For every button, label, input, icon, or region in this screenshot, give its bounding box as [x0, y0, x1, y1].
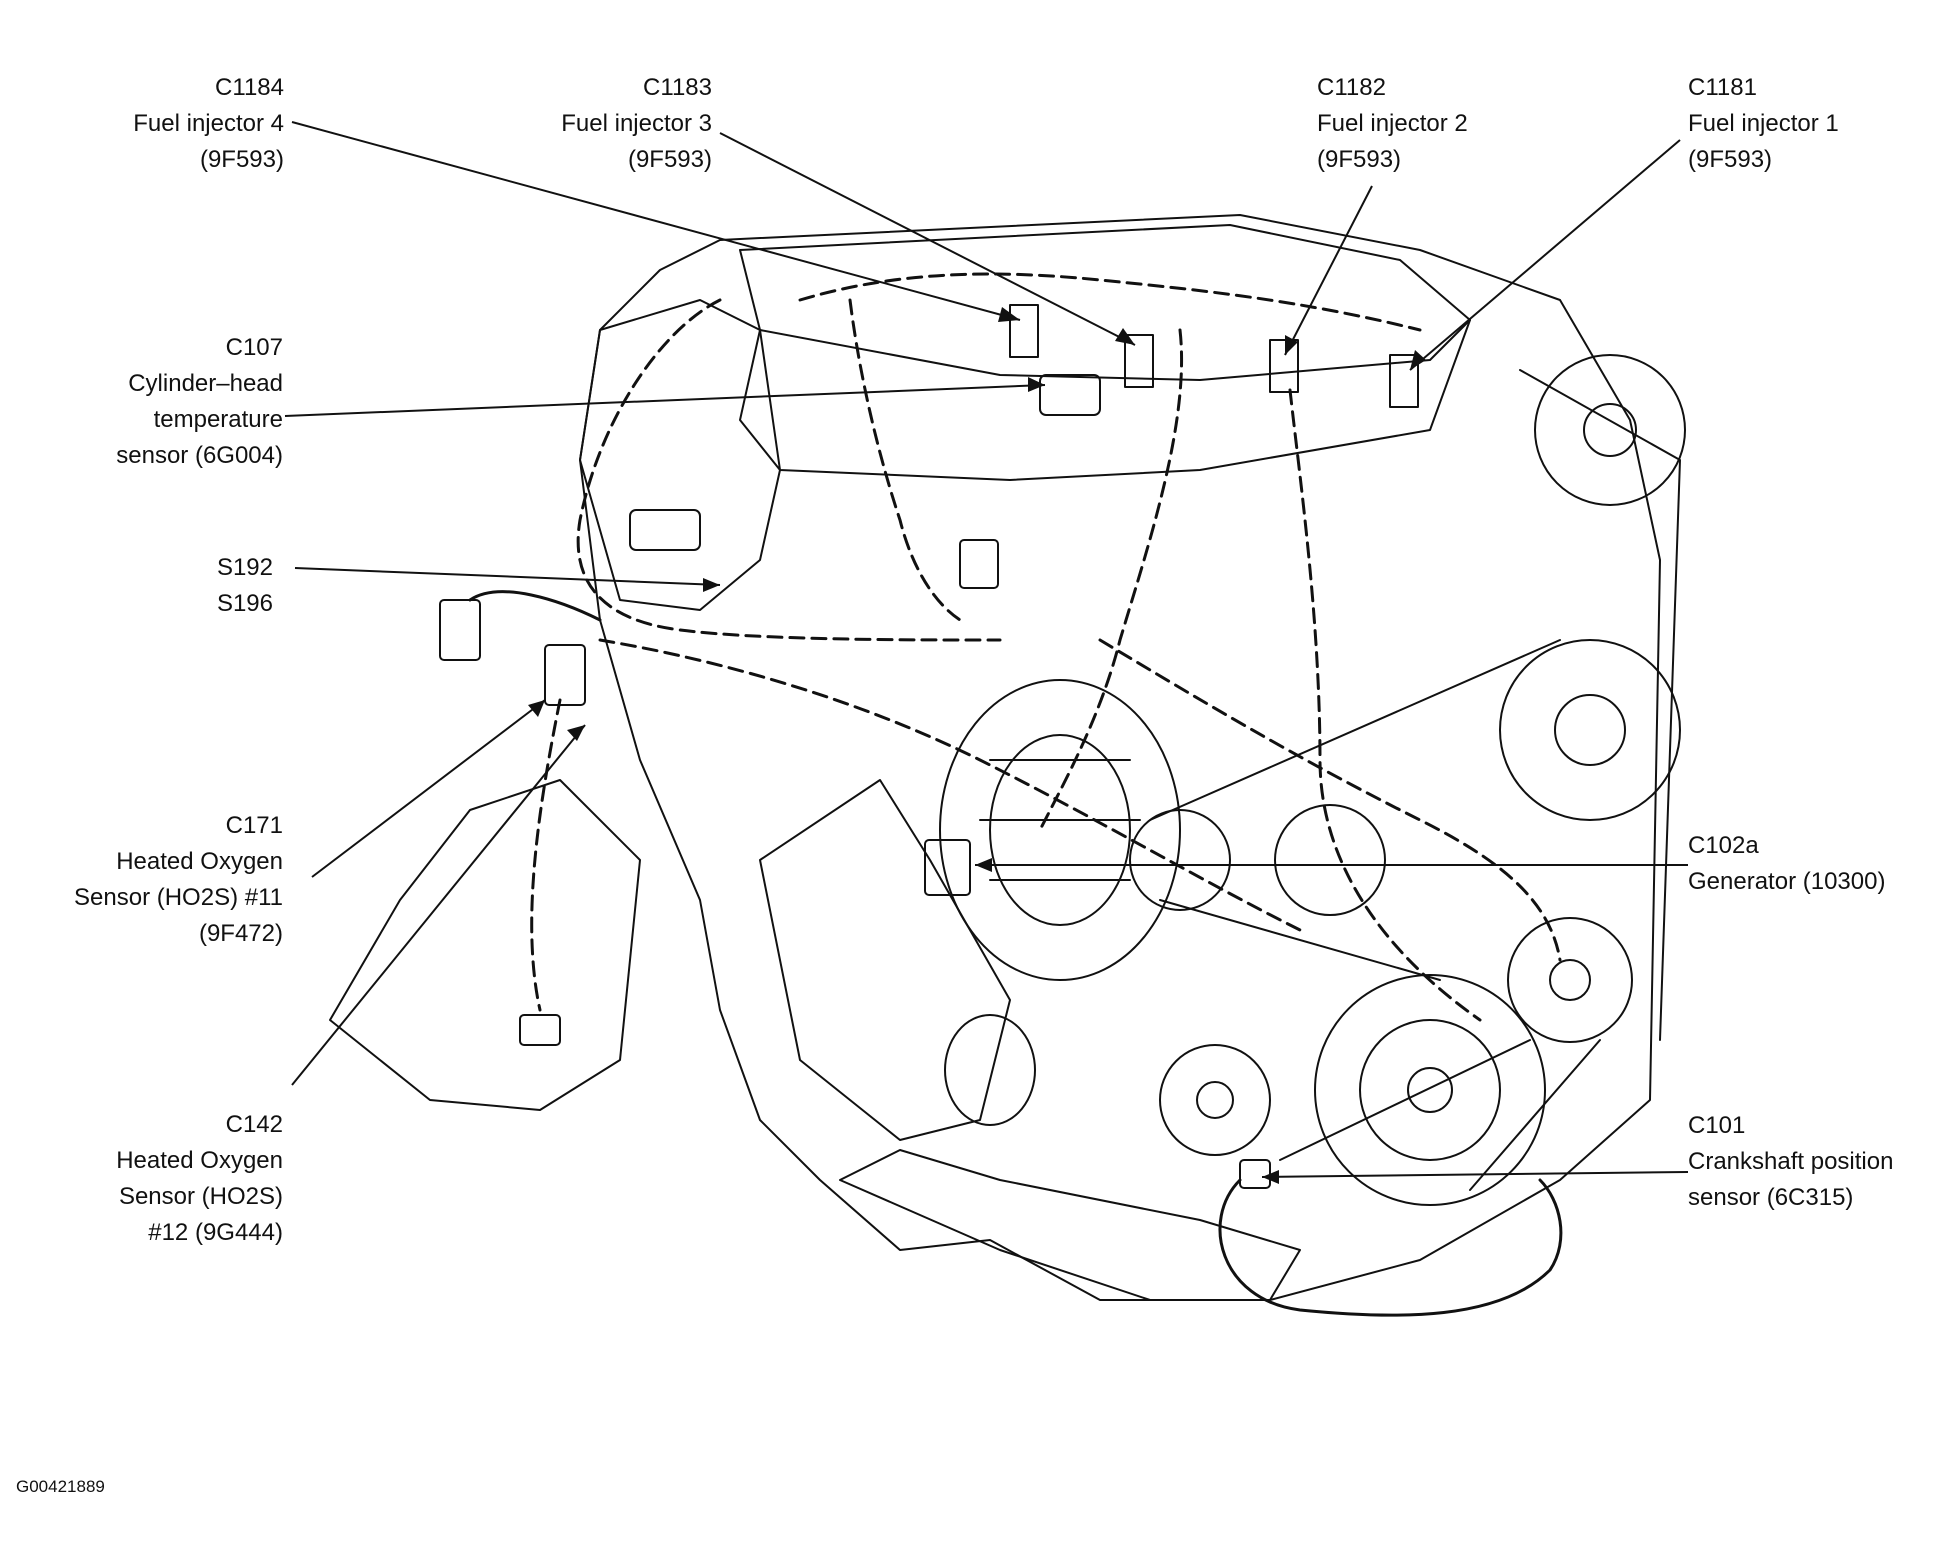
- connector-code: C107: [225, 334, 283, 361]
- ac-compressor-pulley: [1499, 639, 1681, 821]
- leader-arrowheads: [528, 307, 1426, 1184]
- ckp-sensor-connector: [1239, 1159, 1271, 1189]
- leader-c1181: [1409, 139, 1681, 371]
- component-name: Fuel injector 4: [133, 110, 284, 137]
- figure-id: G00421889: [16, 1477, 105, 1496]
- component-name-line-1: Heated Oxygen: [116, 1147, 283, 1174]
- component-name-line-3: #12 (9G444): [148, 1219, 283, 1246]
- callout-c101: C101 Crankshaft position sensor (6C315): [1688, 1108, 1933, 1216]
- idler-pulley: [1507, 917, 1633, 1043]
- callout-c102a: C102a Generator (10300): [1688, 828, 1928, 900]
- callout-c1181: C1181 Fuel injector 1 (9F593): [1688, 70, 1888, 178]
- callout-c1182: C1182 Fuel injector 2 (9F593): [1317, 70, 1517, 178]
- callout-c142: C142 Heated Oxygen Sensor (HO2S) #12 (9G…: [60, 1107, 283, 1251]
- connector-code: C102a: [1688, 832, 1759, 859]
- injector-1-body: [1389, 354, 1419, 408]
- leader-c1184: [291, 121, 1021, 321]
- component-name: Fuel injector 3: [561, 110, 712, 137]
- engine-block-outline: [579, 214, 1661, 1301]
- component-name-line-2: temperature: [153, 406, 283, 433]
- component-name-line-2: Sensor (HO2S): [118, 1183, 283, 1210]
- connector-code: C142: [225, 1111, 283, 1138]
- crankshaft-pulley: [1314, 974, 1546, 1206]
- part-number: (9F593): [627, 146, 712, 173]
- tensioner-pulley: [1159, 1044, 1271, 1156]
- generator: [939, 679, 1181, 981]
- cht-sensor-connector: [1039, 374, 1101, 416]
- leader-c1183: [719, 132, 1136, 346]
- injector-4-body: [1009, 304, 1039, 358]
- splice-code-1: S192: [216, 554, 273, 581]
- injector-2-body: [1269, 339, 1299, 393]
- connector-code: C1183: [643, 74, 712, 101]
- oil-pan: [839, 1149, 1301, 1301]
- component-name: Generator (10300): [1688, 868, 1886, 895]
- leader-lines: [284, 121, 1689, 1178]
- connector-code: C1182: [1317, 74, 1386, 101]
- water-pump-pulley: [1534, 354, 1686, 506]
- leader-c101: [1261, 1171, 1689, 1178]
- component-name-line-1: Cylinder–head: [128, 370, 283, 397]
- callout-s192-s196: S192 S196: [160, 550, 273, 622]
- callout-c1183: C1183 Fuel injector 3 (9F593): [512, 70, 712, 178]
- component-name: Fuel injector 2: [1317, 110, 1468, 137]
- part-number: (9F593): [1688, 146, 1773, 173]
- callout-c107: C107 Cylinder–head temperature sensor (6…: [60, 330, 283, 474]
- air-intake-tube: [759, 779, 1011, 1141]
- splice-code-2: S196: [216, 590, 273, 617]
- callout-c1184: C1184 Fuel injector 4 (9F593): [100, 70, 284, 178]
- serpentine-belt: [1149, 369, 1681, 1191]
- leader-c1182: [1284, 185, 1373, 356]
- part-number: (9F593): [1317, 146, 1402, 173]
- ckp-harness-lead: [1218, 1178, 1563, 1317]
- part-number: (9F593): [199, 146, 284, 173]
- component-name-line-2: sensor (6C315): [1688, 1184, 1854, 1211]
- connector-code: C101: [1688, 1112, 1746, 1139]
- leader-s192: [294, 567, 721, 586]
- intake-manifold: [579, 299, 781, 611]
- leader-c107: [284, 384, 1046, 417]
- ho2s-11-connector: [544, 644, 586, 706]
- ho2s-12-connector: [519, 1014, 561, 1046]
- component-name-line-1: Crankshaft position: [1688, 1148, 1894, 1175]
- leader-c171: [311, 699, 546, 878]
- wiring-harness: [530, 272, 1562, 1022]
- component-name-line-1: Heated Oxygen: [116, 848, 283, 875]
- component-name: Fuel injector 1: [1688, 110, 1839, 137]
- leader-c142: [291, 724, 586, 1086]
- injector-3-body: [1124, 334, 1154, 388]
- component-name-line-2: Sensor (HO2S) #11: [74, 884, 283, 911]
- exhaust-heat-shield: [329, 779, 641, 1111]
- valve-cover: [739, 224, 1471, 381]
- generator-connector: [924, 839, 971, 896]
- callout-c171: C171 Heated Oxygen Sensor (HO2S) #11 (9F…: [40, 808, 283, 952]
- connector-code: C171: [225, 812, 283, 839]
- connector-code: C1184: [215, 74, 284, 101]
- connector-code: C1181: [1688, 74, 1757, 101]
- component-name-line-3: sensor (6G004): [116, 442, 283, 469]
- component-name-line-3: (9F472): [198, 920, 283, 947]
